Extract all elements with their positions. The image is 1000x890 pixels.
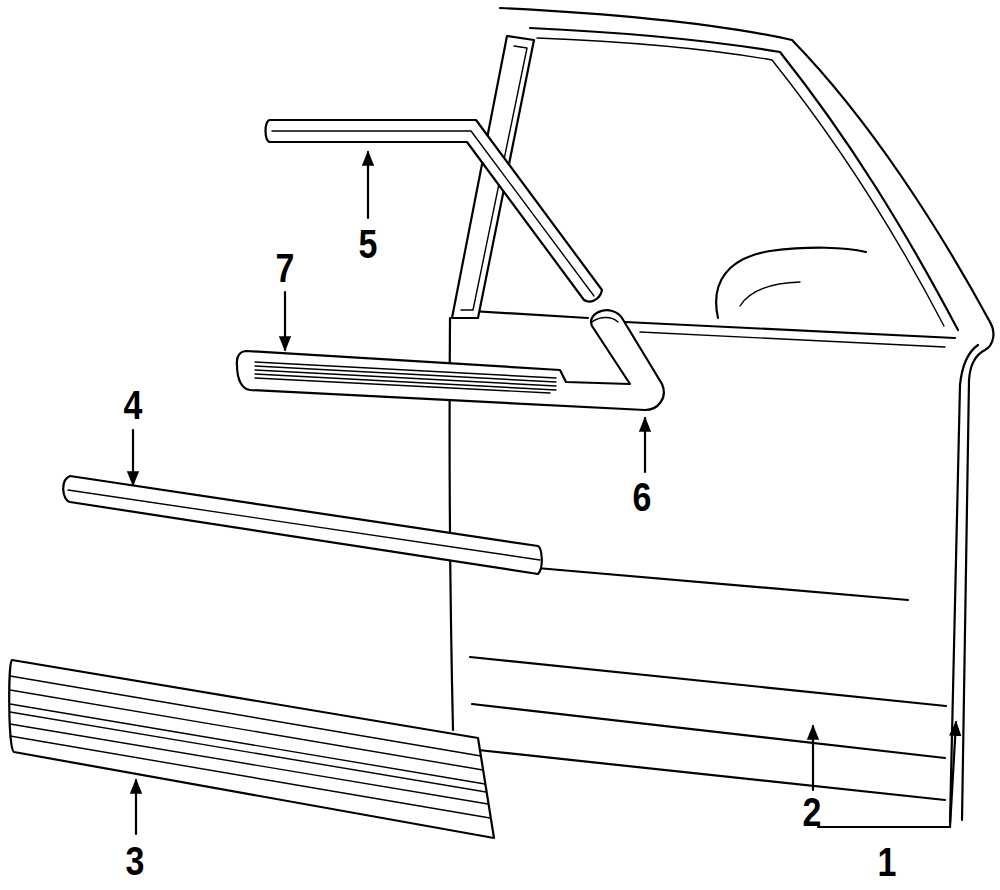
- callout-number: 4: [124, 385, 143, 425]
- callout-number: 6: [633, 477, 652, 517]
- door-side-molding: [63, 476, 542, 574]
- lower-molding: [9, 660, 494, 838]
- callout-number: 5: [359, 224, 378, 264]
- belt-molding: [237, 310, 664, 410]
- window-frame-molding: [266, 120, 603, 302]
- callout-number: 3: [126, 841, 145, 881]
- leader-lines: [133, 152, 956, 834]
- callout-number: 1: [878, 842, 897, 882]
- callout-number: 7: [276, 248, 295, 288]
- door-body: [450, 8, 994, 822]
- callout-number: 2: [803, 792, 822, 832]
